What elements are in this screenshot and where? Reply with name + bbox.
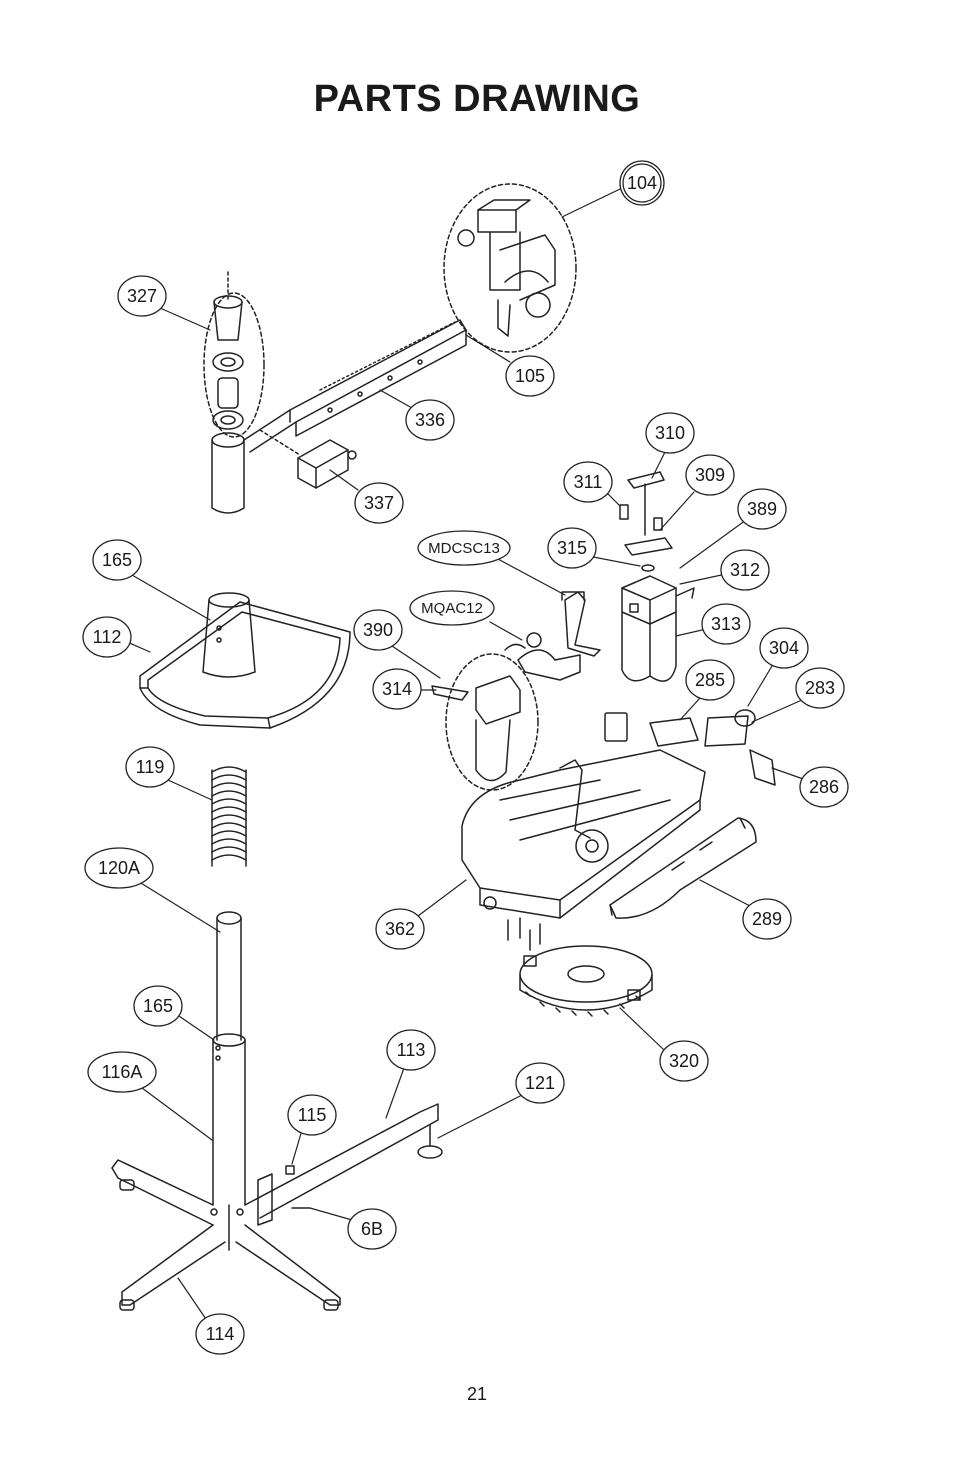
callout-309: 309 (685, 454, 735, 496)
callout-315-label: 315 (557, 538, 587, 558)
callout-362-label: 362 (385, 919, 415, 939)
callout-286-label: 286 (809, 777, 839, 797)
callout-390-label: 390 (363, 620, 393, 640)
callout-165-tray-label: 165 (102, 550, 132, 570)
callout-310-label: 310 (655, 423, 685, 443)
arm-clamp-block (259, 429, 357, 489)
callout-309-label: 309 (695, 465, 725, 485)
callout-312: 312 (720, 549, 770, 591)
column-116A (212, 1033, 246, 1206)
callout-114: 114 (195, 1313, 245, 1355)
tray-post-165 (202, 592, 256, 678)
callout-283-label: 283 (805, 678, 835, 698)
callout-311: 311 (563, 461, 613, 503)
column-120A (216, 911, 242, 1041)
parts-285-283-304 (604, 709, 756, 747)
callout-MDCSC13: MDCSC13 (417, 530, 511, 566)
page-title: PARTS DRAWING (313, 78, 641, 120)
callout-112: 112 (82, 616, 132, 658)
callout-390: 390 (353, 609, 403, 651)
callout-336: 336 (405, 399, 455, 441)
callout-289: 289 (742, 898, 792, 940)
callout-310: 310 (645, 412, 695, 454)
callout-285: 285 (685, 659, 735, 701)
handle-310 (619, 471, 665, 536)
callout-336-label: 336 (415, 410, 445, 430)
clamp-MQAC12 (504, 632, 581, 681)
callout-320-label: 320 (669, 1051, 699, 1071)
page-number: 21 (466, 1384, 488, 1404)
callout-312-label: 312 (730, 560, 760, 580)
callout-165-tray: 165 (92, 539, 142, 581)
callout-MQAC12: MQAC12 (409, 590, 495, 626)
base-114 (111, 1103, 443, 1311)
callout-320: 320 (659, 1040, 709, 1082)
callout-MQAC12-label: MQAC12 (421, 600, 483, 617)
callout-313-label: 313 (711, 614, 741, 634)
callout-115-label: 115 (298, 1105, 327, 1125)
callout-289-label: 289 (752, 909, 782, 929)
clamp-314 (431, 653, 539, 791)
callout-105: 105 (505, 355, 555, 397)
callout-104-label: 104 (627, 173, 657, 193)
callout-337: 337 (354, 482, 404, 524)
callout-114-label: 114 (206, 1324, 235, 1344)
callout-112-label: 112 (93, 627, 122, 647)
callout-121-label: 121 (525, 1073, 555, 1093)
callout-121: 121 (515, 1062, 565, 1104)
callout-113-label: 113 (397, 1040, 426, 1060)
callout-116A-label: 116A (102, 1062, 143, 1082)
callout-113: 113 (386, 1029, 436, 1071)
head-assembly-104 (443, 183, 577, 353)
callout-119: 119 (125, 746, 175, 788)
callout-311-label: 311 (574, 472, 603, 492)
callout-104: 104 (619, 160, 665, 206)
callout-116A: 116A (87, 1051, 157, 1093)
callout-283: 283 (795, 667, 845, 709)
leader-lines (117, 188, 807, 1323)
arm-post-assembly (203, 271, 265, 514)
callout-6B-label: 6B (361, 1219, 383, 1239)
callout-6B: 6B (347, 1208, 397, 1250)
callout-165-column-label: 165 (143, 996, 173, 1016)
disc-320 (519, 945, 653, 1017)
callout-337-label: 337 (364, 493, 394, 513)
rail-289 (609, 817, 757, 919)
callout-304-label: 304 (769, 638, 799, 658)
callout-120A: 120A (84, 847, 154, 889)
callout-315: 315 (547, 527, 597, 569)
callout-120A-label: 120A (98, 858, 140, 878)
callout-286: 286 (799, 766, 849, 808)
turntable-362 (461, 749, 706, 951)
callout-389-label: 389 (747, 499, 777, 519)
callout-165-column: 165 (133, 985, 183, 1027)
callout-313: 313 (701, 603, 751, 645)
callout-327: 327 (117, 275, 167, 317)
extension-arm (243, 319, 467, 453)
callout-314: 314 (372, 668, 422, 710)
clamp-MDCSC13 (561, 591, 601, 657)
callout-115: 115 (287, 1094, 337, 1136)
callout-314-label: 314 (382, 679, 412, 699)
callout-362: 362 (375, 908, 425, 950)
callout-304: 304 (759, 627, 809, 669)
callout-105-label: 105 (515, 366, 545, 386)
callout-285-label: 285 (695, 670, 725, 690)
part-286 (749, 749, 776, 786)
housing-312-313 (621, 575, 695, 682)
callout-389: 389 (737, 488, 787, 530)
plate-389 (624, 537, 673, 572)
spring-119 (211, 766, 247, 867)
callout-327-label: 327 (127, 286, 157, 306)
callout-MDCSC13-label: MDCSC13 (428, 540, 500, 557)
callouts: 104 327 105 336 337 310 311 309 (82, 160, 849, 1355)
callout-119-label: 119 (136, 757, 165, 777)
tray-112 (139, 601, 351, 729)
